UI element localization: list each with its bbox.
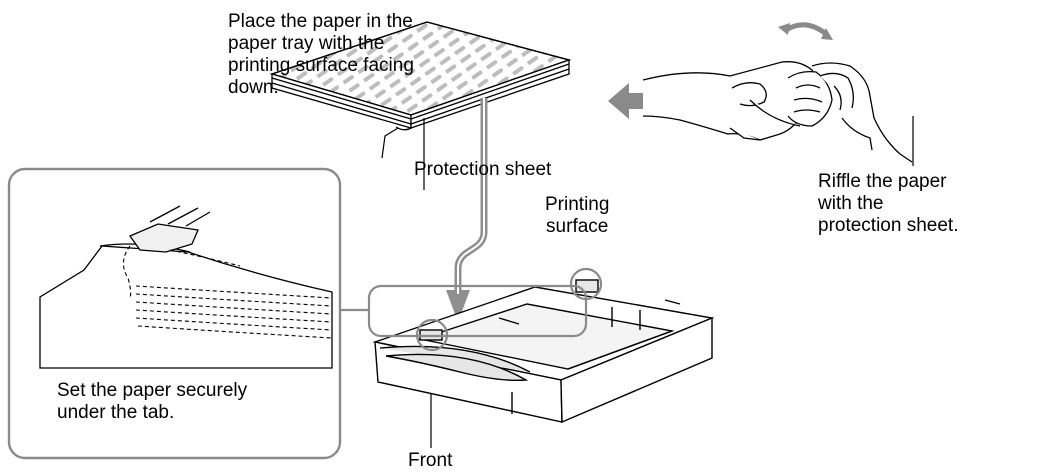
hands-illustration	[642, 61, 913, 163]
printing-surface-label: Printing surface	[545, 194, 609, 238]
riffle-arrow-icon	[778, 22, 833, 40]
place-instruction-line: down.	[228, 77, 279, 98]
flow-arrow	[446, 98, 488, 322]
inset-tab-closeup	[39, 205, 333, 369]
riffle-instruction-line: with the	[818, 193, 884, 214]
printing-surface-line: Printing	[545, 194, 610, 215]
front-label: Front	[408, 450, 453, 471]
place-instruction: Place the paper in the paper tray with t…	[228, 11, 414, 99]
set-instruction: Set the paper securely under the tab.	[57, 380, 247, 424]
place-instruction-line: Place the paper in the	[228, 11, 413, 32]
place-instruction-line: printing surface facing	[228, 55, 414, 76]
printing-surface-line: surface	[546, 216, 609, 237]
push-arrow-icon	[608, 83, 644, 119]
leader-lines	[381, 116, 914, 448]
riffle-instruction-line: protection sheet.	[818, 215, 959, 236]
riffle-instruction-line: Riffle the paper	[818, 171, 947, 192]
riffle-instruction: Riffle the paper with the protection she…	[818, 171, 958, 237]
set-instruction-line: Set the paper securely	[57, 380, 248, 401]
protection-sheet-label: Protection sheet	[414, 159, 552, 180]
set-instruction-line: under the tab.	[57, 402, 175, 423]
paper-stack-illustration	[269, 21, 572, 131]
paper-tray-illustration	[372, 279, 715, 424]
place-instruction-line: paper tray with the	[228, 33, 385, 54]
callout-highlights	[341, 267, 603, 352]
